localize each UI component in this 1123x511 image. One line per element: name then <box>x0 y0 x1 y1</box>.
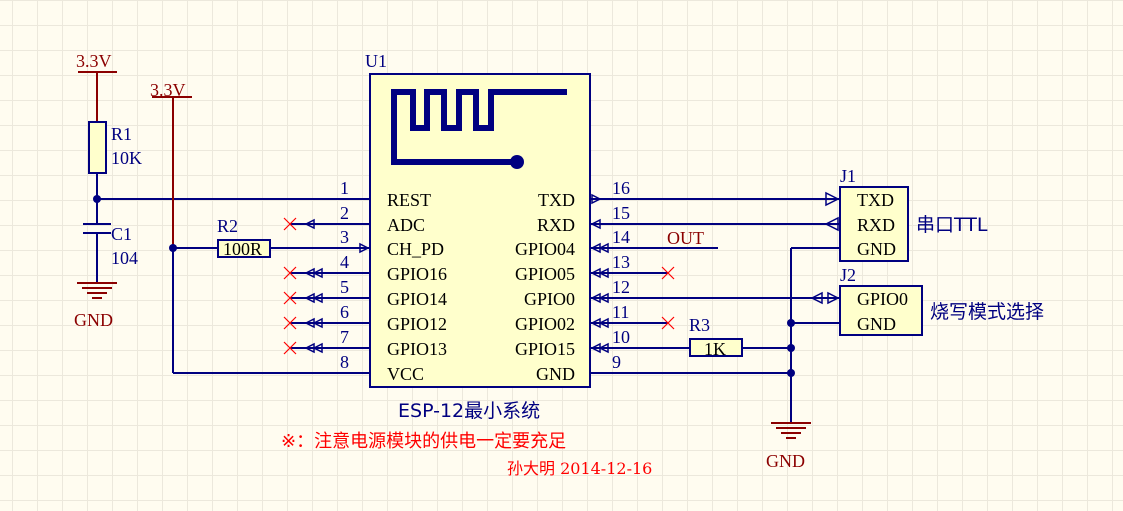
u1-pin-name: GND <box>536 364 575 384</box>
r2-ref: R2 <box>217 216 238 236</box>
gnd-left-symbol <box>77 282 117 299</box>
j2-label: 烧写模式选择 <box>930 301 1044 323</box>
u1-pin-name: VCC <box>387 364 424 384</box>
vcc-left-label: 3.3V <box>76 51 112 71</box>
j2-pin-arrows <box>810 291 840 305</box>
j1-pin-name: GND <box>857 239 896 259</box>
u1-pin-number: 13 <box>612 252 630 272</box>
j2-ref: J2 <box>840 265 856 285</box>
u1-pin-number: 4 <box>340 252 349 272</box>
vcc-mid-label: 3.3V <box>150 80 186 100</box>
c1-value: 104 <box>111 248 138 268</box>
u1-pin-name: TXD <box>538 190 575 210</box>
u1-pin-number: 12 <box>612 277 630 297</box>
u1-ref: U1 <box>365 51 387 71</box>
junction-gnd-r3 <box>787 344 795 352</box>
u1-pin-number: 3 <box>340 227 349 247</box>
u1-pin-name: GPIO12 <box>387 314 447 334</box>
u1-left-pin-arrows <box>304 218 370 354</box>
u1-pin-name: GPIO02 <box>515 314 575 334</box>
j1-pin-name: TXD <box>857 190 894 210</box>
u1-pin-number: 16 <box>612 178 630 198</box>
u1-pin-number: 2 <box>340 203 349 223</box>
u1-pin-number: 14 <box>612 227 630 247</box>
gnd-right-label: GND <box>766 451 805 471</box>
r3-value: 1K <box>704 339 726 359</box>
u1-pin-name: ADC <box>387 215 425 235</box>
j1-pin-name: RXD <box>857 215 895 235</box>
junction-gnd-j2 <box>787 319 795 327</box>
u1-pin-number: 5 <box>340 277 349 297</box>
u1-left-pin-leads <box>290 198 370 374</box>
vcc-mid-symbol <box>152 96 192 248</box>
u1-pin-number: 6 <box>340 302 349 322</box>
gnd-right-symbol <box>771 422 811 439</box>
u1-pin-name: GPIO0 <box>524 289 575 309</box>
u1-pin-number: 11 <box>612 302 629 322</box>
u1-pin-number: 1 <box>340 178 349 198</box>
r2-value: 100R <box>223 239 262 259</box>
r3-ref: R3 <box>689 315 710 335</box>
j1-ref: J1 <box>840 166 856 186</box>
vcc-left-symbol <box>78 71 117 122</box>
u1-pin-name: RXD <box>537 215 575 235</box>
u1-name: ESP-12最小系统 <box>398 400 540 422</box>
u1-pin-name: GPIO13 <box>387 339 447 359</box>
author-date: 孙大明 2014-12-16 <box>507 459 652 478</box>
j2-body <box>839 285 923 336</box>
u1-pin-name: GPIO14 <box>387 289 447 309</box>
power-supply-note: ※：注意电源模块的供电一定要充足 <box>281 431 566 452</box>
u1-pin-name: GPIO04 <box>515 239 575 259</box>
no-connect-markers-right <box>661 266 675 330</box>
j1-label: 串口TTL <box>916 214 988 236</box>
junction-gnd-pin9 <box>787 369 795 377</box>
u1-pin-name: CH_PD <box>387 239 444 259</box>
j1-pin-arrows <box>824 191 840 232</box>
net-out-label: OUT <box>667 228 704 248</box>
u1-pin-number: 10 <box>612 327 630 347</box>
gnd-left-label: GND <box>74 310 113 330</box>
r1-ref: R1 <box>111 124 132 144</box>
c1-capacitor <box>83 223 111 283</box>
u1-pin-name: GPIO05 <box>515 264 575 284</box>
r1-resistor <box>88 121 107 199</box>
u1-pin-name: GPIO15 <box>515 339 575 359</box>
c1-ref: C1 <box>111 224 132 244</box>
u1-pin-number: 8 <box>340 352 349 372</box>
no-connect-markers-left <box>283 217 297 355</box>
j2-pin-name: GPIO0 <box>857 289 908 309</box>
u1-pin-number: 9 <box>612 352 621 372</box>
u1-right-pin-arrows <box>590 193 609 354</box>
r1-value: 10K <box>111 148 142 168</box>
antenna-trace-icon <box>391 89 567 169</box>
u1-pin-number: 7 <box>340 327 349 347</box>
u1-pin-name: REST <box>387 190 431 210</box>
j2-pin-name: GND <box>857 314 896 334</box>
j1-body <box>839 186 909 262</box>
u1-pin-name: GPIO16 <box>387 264 447 284</box>
u1-pin-number: 15 <box>612 203 630 223</box>
